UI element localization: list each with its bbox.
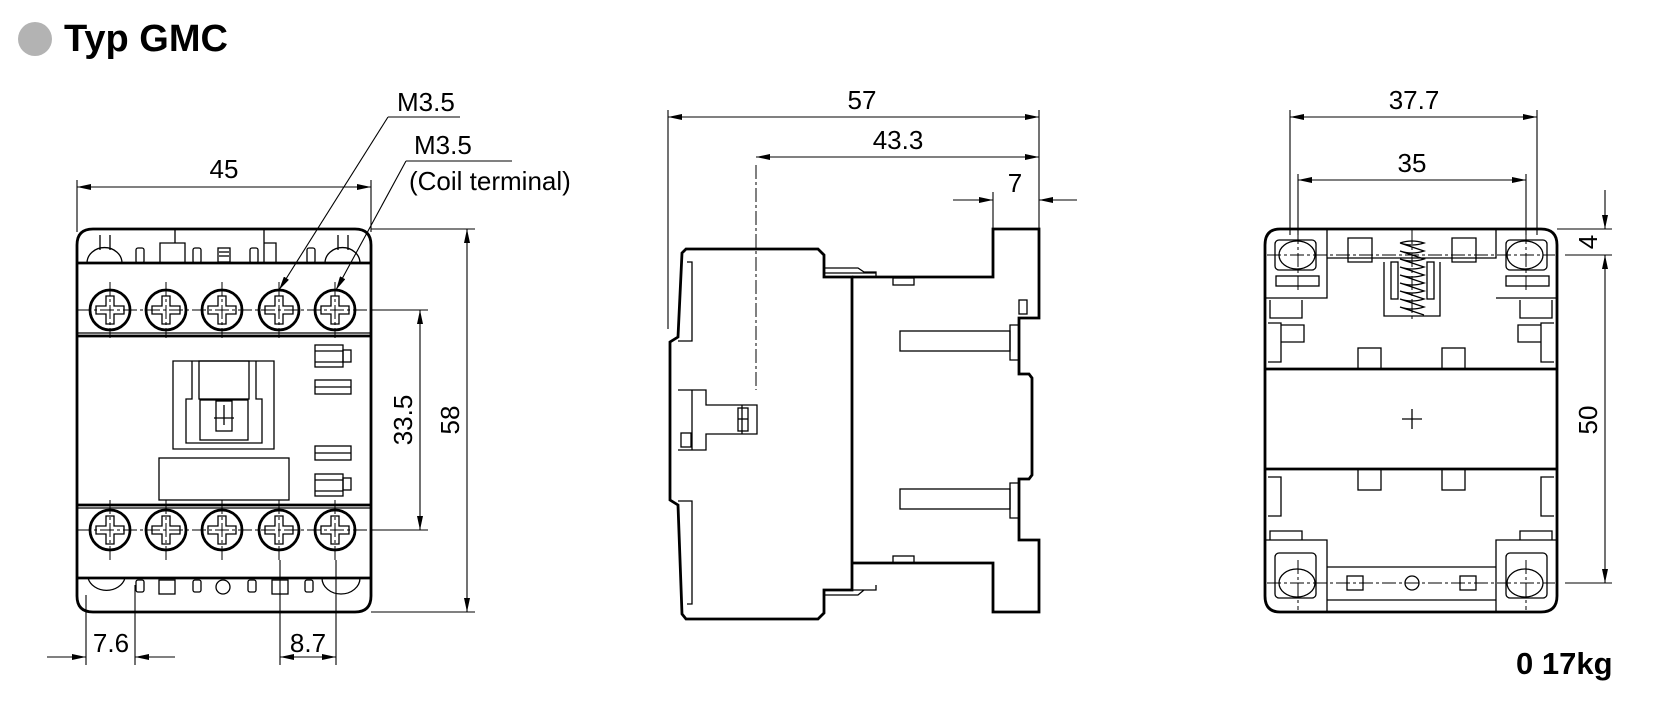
svg-text:M3.5: M3.5 bbox=[397, 87, 455, 117]
coil-terminal-upper bbox=[314, 344, 352, 395]
screw-icon bbox=[144, 282, 188, 338]
svg-text:7.6: 7.6 bbox=[93, 628, 129, 658]
mounting-hole-icon bbox=[1274, 239, 1320, 287]
dimension-7-6: 7.6 bbox=[47, 585, 175, 665]
bottom-strip-details bbox=[87, 577, 361, 595]
dimension-8-7: 8.7 bbox=[279, 560, 337, 665]
dimension-35: 35 bbox=[1297, 148, 1527, 235]
page-title: Typ GMC bbox=[64, 17, 228, 60]
svg-text:M3.5: M3.5 bbox=[414, 130, 472, 160]
dimension-57: 57 bbox=[668, 85, 1040, 229]
callout-m35-coil: M3.5 (Coil terminal) bbox=[335, 130, 571, 291]
svg-text:43.3: 43.3 bbox=[873, 125, 924, 155]
dimension-43-3: 43.3 bbox=[756, 125, 1039, 160]
svg-text:35: 35 bbox=[1398, 148, 1427, 178]
screw-icon bbox=[257, 282, 301, 338]
mounting-hole-icon bbox=[1274, 552, 1317, 599]
screw-icon bbox=[88, 282, 132, 338]
mounting-hole-icon bbox=[1505, 239, 1550, 287]
screw-icon bbox=[200, 500, 244, 560]
svg-text:37.7: 37.7 bbox=[1389, 85, 1440, 115]
svg-text:7: 7 bbox=[1008, 168, 1022, 198]
side-view: 57 43.3 7 bbox=[667, 85, 1077, 621]
weight-label: 0 17kg bbox=[1516, 646, 1613, 681]
bullet-dot-icon bbox=[18, 22, 52, 56]
screw-icon bbox=[144, 500, 188, 560]
rear-view: 37.7 35 4 50 bbox=[1263, 85, 1612, 614]
front-view: 45 58 33.5 7.6 8.7 bbox=[47, 87, 571, 665]
screw-icon bbox=[313, 282, 357, 338]
dimension-33-5: 33.5 bbox=[371, 309, 428, 531]
top-terminal-row bbox=[77, 282, 425, 338]
dimension-7: 7 bbox=[953, 168, 1077, 229]
screw-icon bbox=[200, 282, 244, 338]
armature-window bbox=[158, 360, 290, 501]
top-strip-details bbox=[86, 229, 361, 264]
svg-text:58: 58 bbox=[435, 406, 465, 435]
dimension-45: 45 bbox=[76, 154, 372, 232]
svg-text:50: 50 bbox=[1573, 406, 1603, 435]
svg-text:33.5: 33.5 bbox=[388, 395, 418, 446]
coil-terminal-lower bbox=[314, 445, 352, 497]
svg-text:57: 57 bbox=[848, 85, 877, 115]
spring-icon bbox=[1383, 230, 1441, 320]
dimension-58: 58 bbox=[371, 228, 475, 613]
dimension-4: 4 bbox=[1557, 190, 1612, 256]
dimension-37-7: 37.7 bbox=[1289, 85, 1538, 235]
dimension-50: 50 bbox=[1565, 255, 1612, 584]
bottom-terminal-row bbox=[77, 500, 425, 560]
title-block: Typ GMC bbox=[18, 14, 228, 64]
svg-text:(Coil terminal): (Coil terminal) bbox=[409, 166, 571, 196]
screw-icon bbox=[313, 500, 357, 560]
screw-icon bbox=[88, 500, 132, 560]
svg-text:45: 45 bbox=[210, 154, 239, 184]
screw-icon bbox=[257, 500, 301, 560]
svg-text:8.7: 8.7 bbox=[290, 628, 326, 658]
svg-text:4: 4 bbox=[1573, 235, 1603, 249]
callout-m35-main: M3.5 bbox=[278, 87, 460, 291]
